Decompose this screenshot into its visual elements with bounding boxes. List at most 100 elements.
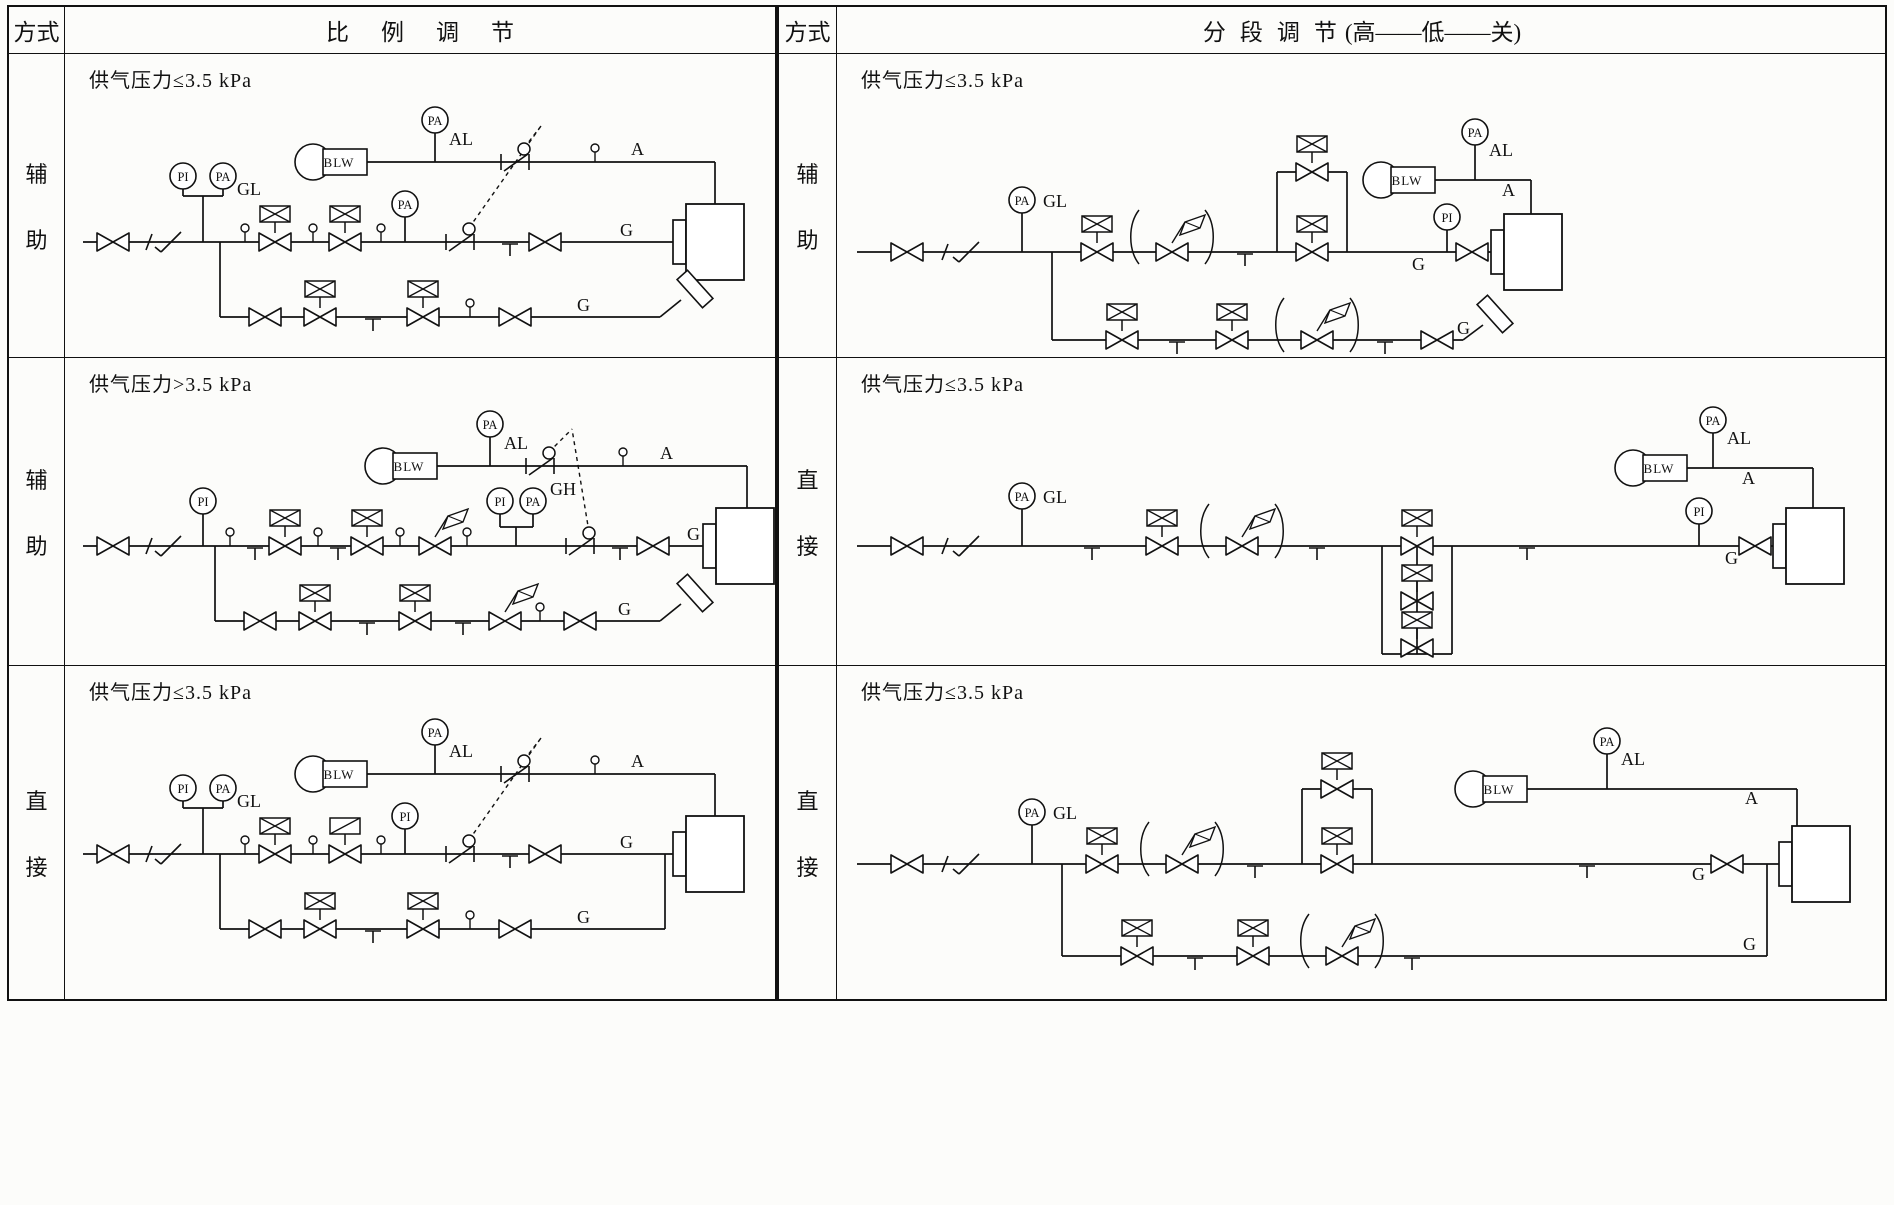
valve-icon xyxy=(528,232,562,252)
header-title-right: 分段调节 (高——低——关) xyxy=(837,7,1887,53)
method-char: 辅 xyxy=(25,467,48,493)
gauge-label-pi: PI xyxy=(399,810,410,824)
line-label-a: A xyxy=(631,751,644,771)
burner-icon xyxy=(1490,213,1563,291)
pressure-tap-icon xyxy=(462,527,472,547)
solenoid-valve-icon xyxy=(1106,304,1138,349)
pressure-tap-icon xyxy=(465,298,475,318)
solenoid-valve-icon xyxy=(407,893,439,938)
method-cell-r2: 直 接 xyxy=(779,357,837,665)
test-port-icon xyxy=(611,547,629,561)
line-label-g: G xyxy=(1725,548,1738,568)
test-port-icon xyxy=(1403,957,1421,971)
regulator-valve-icon xyxy=(1325,946,1359,966)
table-left-proportional: 方式 比例调节 辅 助 供气压力≤3.5 kPa xyxy=(9,7,777,999)
pressure-label: 供气压力≤3.5 kPa xyxy=(861,70,1024,92)
test-port-icon xyxy=(246,547,264,561)
method-cell-l1: 辅 助 xyxy=(9,53,65,357)
valve-icon xyxy=(243,611,277,631)
line-label-g: G xyxy=(620,220,633,240)
pressure-tap-icon xyxy=(618,447,628,467)
gauge-label-pa: PA xyxy=(483,418,498,432)
interlock-switch-icon xyxy=(445,222,476,252)
header-method-left: 方式 xyxy=(9,7,65,53)
pipes xyxy=(857,433,1814,655)
pressure-tap-icon xyxy=(225,527,235,547)
pressure-tap-icon xyxy=(590,755,600,775)
line-label-g: G xyxy=(1412,254,1425,274)
regulator-valve-icon xyxy=(1300,330,1334,350)
pressure-label: 供气压力≤3.5 kPa xyxy=(861,374,1024,396)
gauge-label-pa: PA xyxy=(1015,194,1030,208)
solenoid-valve-icon xyxy=(1146,510,1178,555)
line-label-gl: GL xyxy=(237,791,261,811)
gauge-label-pi: PI xyxy=(494,495,505,509)
burner-icon xyxy=(1772,507,1845,585)
test-port-icon xyxy=(1308,547,1326,561)
method-char: 接 xyxy=(796,533,819,559)
schematic-prop-aux-high: PI BLW PA AL A PI PA GH G G xyxy=(83,410,775,636)
method-cell-r3: 直 接 xyxy=(779,665,837,999)
line-label-gl: GL xyxy=(1053,803,1077,823)
test-port-icon xyxy=(1518,547,1536,561)
solenoid-valve-icon xyxy=(299,585,331,630)
pressure-tap-icon xyxy=(535,602,545,622)
burner-icon xyxy=(1778,825,1851,903)
actuator-flag-icon xyxy=(1316,302,1351,332)
gauge-label-pi: PI xyxy=(197,495,208,509)
regulator-valve-icon xyxy=(418,536,452,556)
title-staged: 分段调节 xyxy=(1202,20,1351,45)
regulator-valve-icon xyxy=(1155,242,1189,262)
gauge-label-pi: PI xyxy=(1441,211,1452,225)
burner-icon xyxy=(702,507,775,585)
schematic-staged-direct-low-b: PA GL BLW PA AL A G G xyxy=(857,727,1851,971)
pressure-tap-icon xyxy=(465,910,475,930)
gauge-label-pi: PI xyxy=(1693,505,1704,519)
valve-icon xyxy=(498,919,532,939)
test-port-icon xyxy=(364,318,382,332)
pressure-tap-icon xyxy=(376,835,386,855)
igniter-icon xyxy=(1476,294,1514,334)
header-method-right: 方式 xyxy=(779,7,837,53)
pipes xyxy=(83,125,716,318)
valve-icon xyxy=(498,307,532,327)
method-cell-l2: 辅 助 xyxy=(9,357,65,665)
solenoid-valve-icon xyxy=(1121,920,1153,965)
pressure-label: 供气压力>3.5 kPa xyxy=(89,374,253,396)
test-port-icon xyxy=(1168,341,1186,355)
gauge-label-pa: PA xyxy=(1468,126,1483,140)
valve-icon xyxy=(528,844,562,864)
line-label-g: G xyxy=(620,832,633,852)
gauge-label-pa: PA xyxy=(398,198,413,212)
gauge-label-pa: PA xyxy=(216,782,231,796)
solenoid-valve-icon xyxy=(399,585,431,630)
diagram-cell-l3: 供气压力≤3.5 kPa xyxy=(65,665,775,999)
test-port-icon xyxy=(1376,341,1394,355)
diagram-cell-l1: 供气压力≤3.5 kPa xyxy=(65,53,775,357)
method-char: 直 xyxy=(796,788,819,814)
line-label-g: G xyxy=(1692,864,1705,884)
pipes xyxy=(83,737,716,930)
solenoid-valve-icon xyxy=(1321,828,1353,873)
schematic-staged-aux-low: PA GL BLW PA AL A PI G G xyxy=(857,118,1563,355)
pressure-label: 供气压力≤3.5 kPa xyxy=(89,682,252,704)
blower-label: BLW xyxy=(324,155,355,170)
method-char: 助 xyxy=(796,227,819,253)
line-label-g: G xyxy=(577,295,590,315)
pressure-tap-icon xyxy=(395,527,405,547)
pressure-tap-icon xyxy=(308,835,318,855)
solenoid-valve-icon xyxy=(259,206,291,251)
pressure-label: 供气压力≤3.5 kPa xyxy=(861,682,1024,704)
valve-icon xyxy=(1738,536,1772,556)
method-cell-l3: 直 接 xyxy=(9,665,65,999)
burner-icon xyxy=(672,815,745,893)
blower-label: BLW xyxy=(1644,461,1675,476)
pressure-tap-icon xyxy=(590,143,600,163)
blower-label: BLW xyxy=(394,459,425,474)
gauge-label-pa: PA xyxy=(1706,414,1721,428)
gauge-label-pa: PA xyxy=(428,726,443,740)
gauge-label-pi: PI xyxy=(177,170,188,184)
valve-icon xyxy=(890,854,924,874)
line-label-a: A xyxy=(631,139,644,159)
